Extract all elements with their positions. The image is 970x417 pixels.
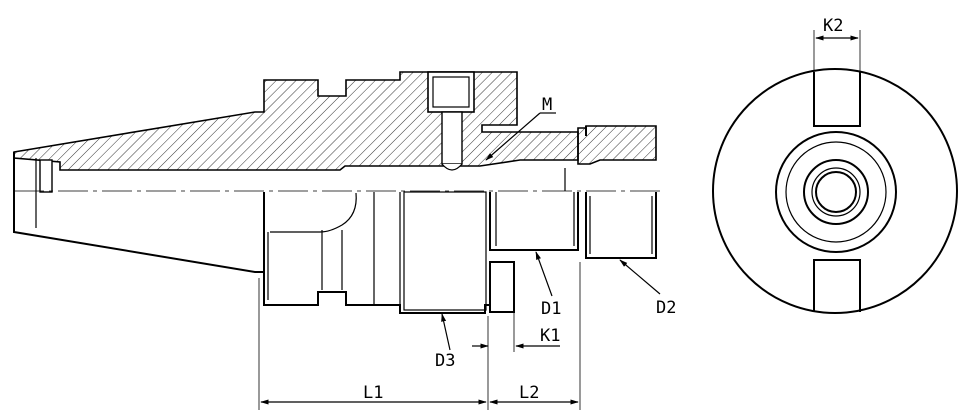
label-l1: L1 (363, 383, 383, 403)
label-d2: D2 (656, 298, 676, 318)
bore-outer (775, 131, 897, 253)
flange-circle (712, 68, 958, 314)
leader-d3 (441, 313, 451, 351)
key-slot-top (813, 72, 861, 127)
label-l2: L2 (519, 383, 539, 403)
taper-end-pocket (39, 159, 53, 193)
end-view: K2 (712, 16, 958, 314)
label-d1: D1 (541, 299, 561, 319)
label-k1: K1 (540, 326, 560, 346)
label-m: M (542, 95, 552, 115)
label-k2: K2 (823, 16, 843, 36)
leader-m (485, 112, 541, 161)
upper-section-hatched (13, 71, 579, 171)
collet-nut-upper (577, 125, 657, 165)
flange-lower (263, 192, 491, 314)
collet-nut-lower (585, 192, 657, 259)
bore-hex (815, 171, 857, 213)
label-d3: D3 (435, 351, 455, 371)
leader-d2 (619, 259, 661, 295)
side-view: M D1 D2 D3 K1 L1 L2 (13, 71, 676, 410)
screw-shank (441, 111, 463, 165)
screw-tip (441, 163, 463, 171)
leader-d1 (535, 251, 553, 297)
screw-head (432, 76, 470, 108)
extension-d1 (489, 192, 579, 251)
key-slot-bottom (813, 259, 861, 312)
